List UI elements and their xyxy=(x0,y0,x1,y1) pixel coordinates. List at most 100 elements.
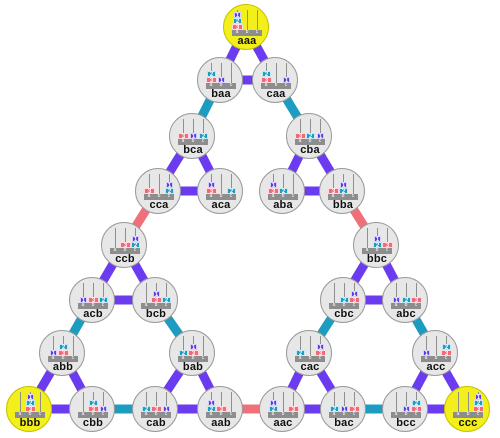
state-label: cbb xyxy=(82,417,104,429)
peg-letter: a xyxy=(235,29,239,35)
peg-letter: a xyxy=(209,411,213,417)
disk-2: 2 xyxy=(402,297,411,304)
peg-b xyxy=(276,63,277,83)
disk-2: 2 xyxy=(26,400,35,407)
peg-b xyxy=(193,119,194,139)
peg-letter: c xyxy=(352,411,356,417)
peg-a xyxy=(83,283,84,303)
peg-letter: b xyxy=(123,247,127,253)
disk-2: 2 xyxy=(262,71,271,78)
disk-1: 1 xyxy=(393,297,400,304)
disk-2: 2 xyxy=(131,242,140,249)
peg-letter: c xyxy=(351,193,355,199)
peg-letter: c xyxy=(291,411,295,417)
disk-3: 3 xyxy=(382,242,393,249)
disk-3: 3 xyxy=(58,350,69,357)
state-label: bac xyxy=(334,417,354,429)
peg-letter: a xyxy=(332,302,336,308)
peg-a xyxy=(334,283,335,303)
disk-3: 3 xyxy=(288,406,299,413)
peg-c xyxy=(166,283,167,303)
peg-a xyxy=(426,336,427,356)
peg-c xyxy=(416,283,417,303)
disk-1: 1 xyxy=(208,400,215,407)
peg-letter: a xyxy=(113,247,117,253)
peg-letter: c xyxy=(352,302,356,308)
disk-3: 3 xyxy=(411,406,422,413)
peg-letter: c xyxy=(255,29,259,35)
peg-letter: a xyxy=(271,411,275,417)
peg-a xyxy=(458,392,459,412)
peg-a xyxy=(300,336,301,356)
peg-letter: a xyxy=(181,355,185,361)
disk-1: 1 xyxy=(374,236,381,243)
disk-1: 1 xyxy=(340,182,347,189)
disk-3: 3 xyxy=(216,406,227,413)
peg-a xyxy=(146,392,147,412)
state-label: cbc xyxy=(334,308,354,320)
peg-letter: c xyxy=(201,355,205,361)
peg-letter: a xyxy=(456,411,460,417)
peg-letter: c xyxy=(101,411,105,417)
peg-a xyxy=(53,336,54,356)
disk-1: 1 xyxy=(270,182,277,189)
peg-a xyxy=(300,119,301,139)
state-label: bca xyxy=(183,144,203,156)
disk-2: 2 xyxy=(207,71,216,78)
disk-3: 3 xyxy=(151,297,162,304)
peg-letter: b xyxy=(157,193,161,199)
peg-letter: c xyxy=(318,355,322,361)
state-label: caa xyxy=(266,88,286,100)
peg-a xyxy=(183,336,184,356)
peg-letter: b xyxy=(281,193,285,199)
peg-letter: a xyxy=(51,355,55,361)
disk-2: 2 xyxy=(165,188,174,195)
peg-letter: a xyxy=(394,302,398,308)
peg-a xyxy=(333,174,334,194)
peg-letter: c xyxy=(164,411,168,417)
peg-letter: a xyxy=(298,355,302,361)
peg-b xyxy=(310,336,311,356)
peg-letter: c xyxy=(229,193,233,199)
disk-1: 1 xyxy=(234,12,241,19)
peg-b xyxy=(93,283,94,303)
peg-letter: a xyxy=(394,411,398,417)
peg-letter: b xyxy=(404,411,408,417)
